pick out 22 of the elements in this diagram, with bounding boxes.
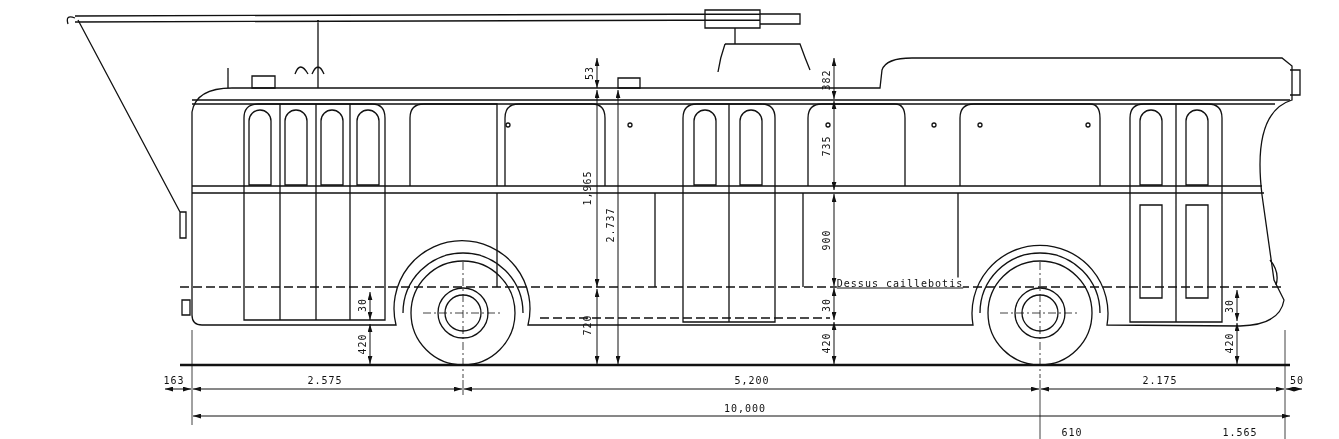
dimension-label: 1.565 — [1222, 426, 1258, 438]
dimension-label: 420 — [356, 333, 368, 355]
dimension-label: 720 — [581, 314, 593, 336]
dimension-label: 1,965 — [581, 170, 593, 206]
dimension-label: 735 — [820, 135, 832, 157]
dimension-label: 2.175 — [1142, 374, 1178, 386]
dimension-label: 420 — [820, 332, 832, 354]
dimension-label: 53 — [583, 66, 595, 80]
floor-level-note: Dessus caillebotis — [836, 277, 964, 289]
dimension-label: 382 — [820, 69, 832, 91]
dimension-label: 30 — [356, 298, 368, 312]
dimension-label: 30 — [820, 298, 832, 312]
dimension-label: 50 — [1290, 374, 1304, 386]
dimension-label: 610 — [1061, 426, 1083, 438]
dimension-label: 420 — [1223, 332, 1235, 354]
dimension-label: 2.575 — [307, 374, 343, 386]
dimension-label: 5,200 — [734, 374, 770, 386]
dimension-label: 2.737 — [604, 207, 616, 243]
dimension-label: 30 — [1223, 299, 1235, 313]
dimension-label: 10,000 — [723, 402, 767, 414]
dimension-label: 163 — [163, 374, 185, 386]
dimension-label: 900 — [820, 229, 832, 251]
